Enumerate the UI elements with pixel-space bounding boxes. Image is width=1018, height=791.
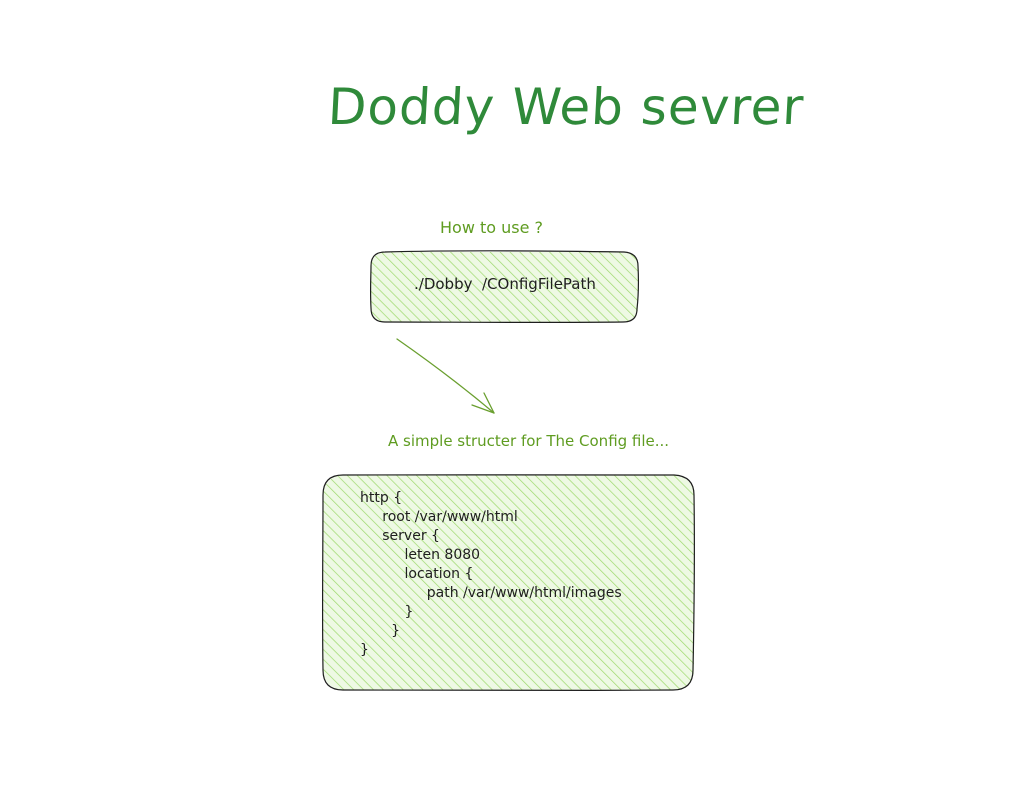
code-line: path /var/www/html/images bbox=[360, 585, 622, 601]
command-text: ./Dobby /COnfigFilePath bbox=[414, 275, 596, 293]
code-line: http { bbox=[360, 490, 403, 506]
flow-arrow bbox=[396, 338, 495, 414]
code-line: server { bbox=[360, 528, 440, 544]
page-title: Doddy Web sevrer bbox=[326, 78, 806, 136]
code-line: root /var/www/html bbox=[360, 509, 518, 525]
code-line: } bbox=[360, 642, 369, 658]
code-line: } bbox=[360, 604, 414, 620]
code-line: location { bbox=[360, 566, 474, 582]
config-caption: A simple structer for The Config file... bbox=[388, 432, 670, 450]
command-box bbox=[369, 250, 640, 324]
config-code-block: http { root /var/www/html server { leten… bbox=[360, 489, 622, 660]
how-to-use-label: How to use ? bbox=[440, 218, 544, 237]
code-line: leten 8080 bbox=[360, 547, 481, 563]
config-box bbox=[321, 474, 696, 692]
code-line: } bbox=[360, 623, 401, 639]
